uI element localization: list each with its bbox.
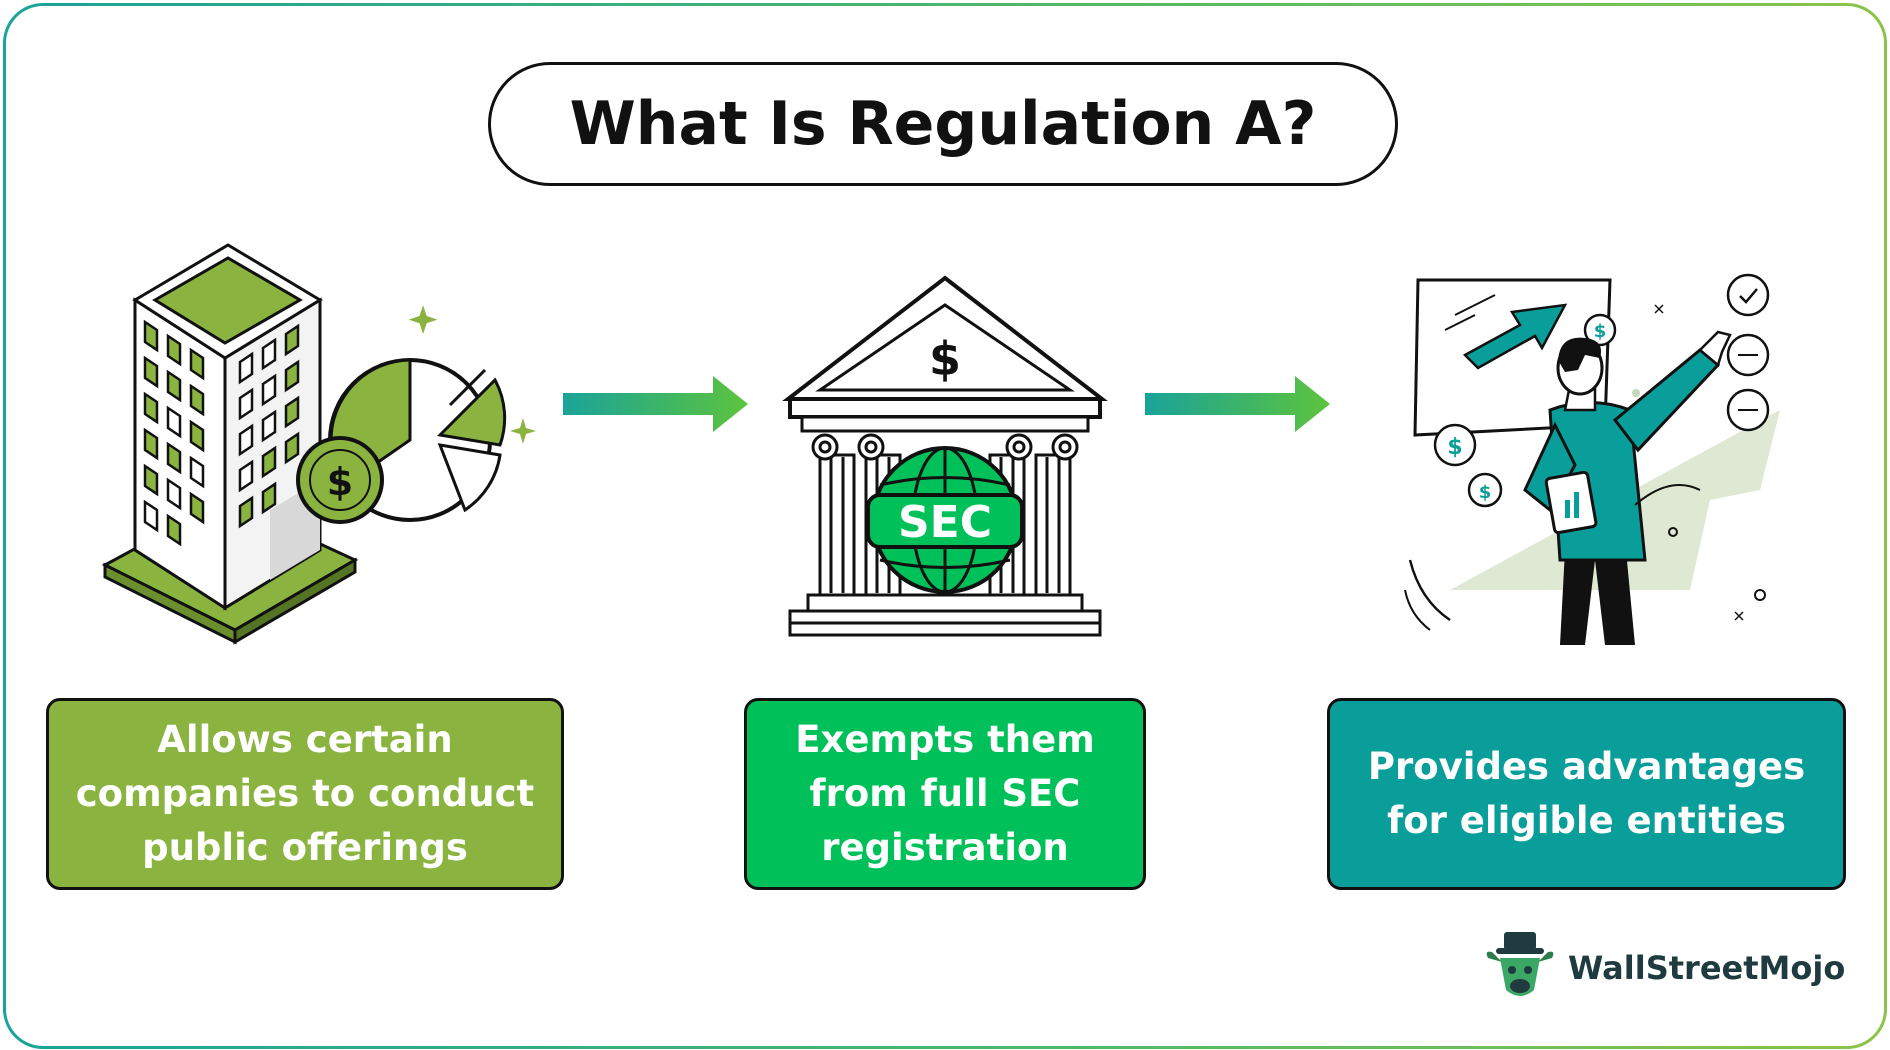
- arrow-right-icon: [563, 376, 748, 432]
- svg-text:SEC: SEC: [898, 497, 992, 548]
- step-card-sec-exemption: Exempts them from full SEC registration: [744, 698, 1146, 890]
- bull-mascot-icon: [1486, 932, 1554, 996]
- svg-text:$: $: [1447, 435, 1462, 460]
- svg-text:$: $: [1594, 321, 1607, 342]
- person-pointing-growth-icon: $ $ $: [1404, 273, 1780, 645]
- svg-text:$: $: [1479, 482, 1492, 503]
- svg-text:$: $: [327, 460, 353, 504]
- brand-name: WallStreetMojo: [1568, 949, 1846, 987]
- svg-text:$: $: [929, 332, 961, 386]
- bank-building-icon: $ SEC: [782, 275, 1108, 637]
- step-card-public-offerings: Allows certain companies to conduct publ…: [46, 698, 564, 890]
- office-building-icon: $: [101, 243, 536, 645]
- page-title: What Is Regulation A?: [488, 62, 1398, 186]
- arrow-right-icon: [1145, 376, 1330, 432]
- step-card-advantages: Provides advantages for eligible entitie…: [1327, 698, 1846, 890]
- brand-logo: WallStreetMojo: [1480, 928, 1845, 1008]
